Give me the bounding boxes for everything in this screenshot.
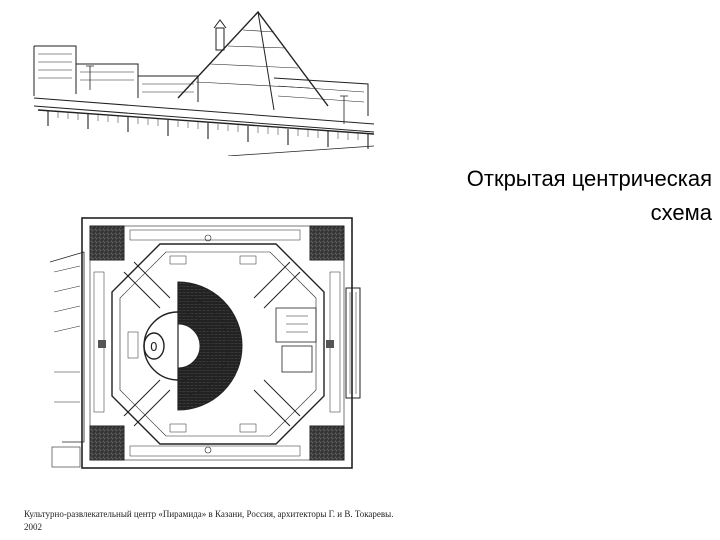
- slide-title: Открытая центрическая схема: [372, 162, 712, 230]
- svg-text:0: 0: [150, 340, 158, 354]
- slide-title-line-1: Открытая центрическая: [466, 166, 712, 191]
- floor-plan-drawing: 0: [50, 217, 361, 469]
- slide-title-line-2: схема: [650, 200, 712, 225]
- building-perspective-sketch: [33, 10, 375, 156]
- figure-caption: Культурно-развлекательный центр «Пирамид…: [24, 509, 394, 532]
